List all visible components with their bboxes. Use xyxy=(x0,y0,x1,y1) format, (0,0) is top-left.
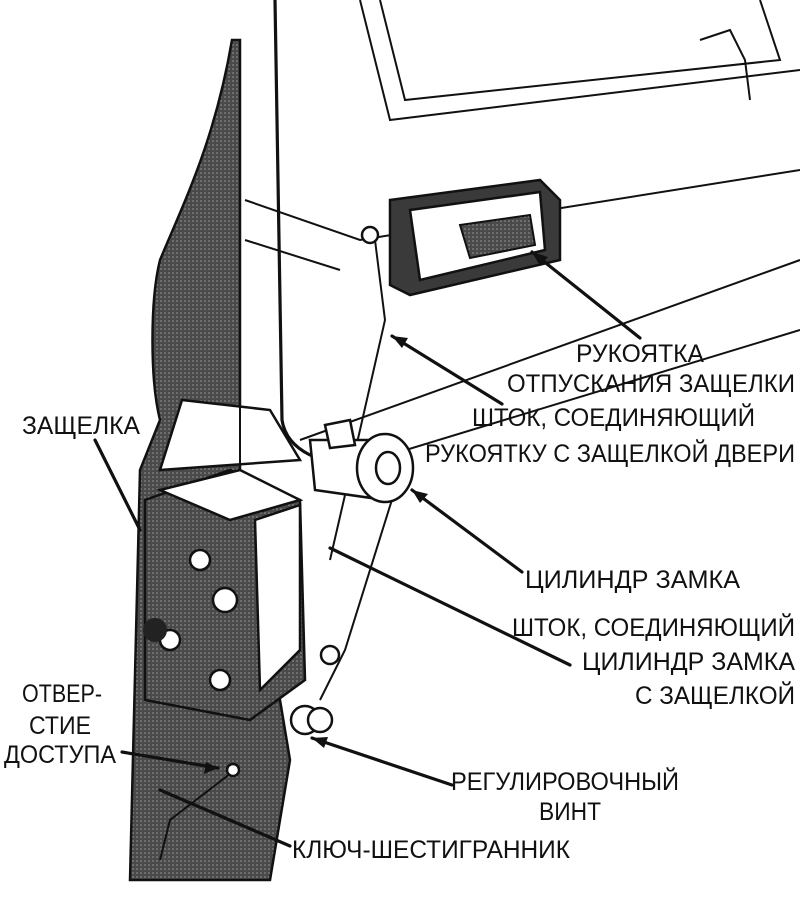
label-adjust-screw-2: ВИНТ xyxy=(539,798,601,826)
label-access-hole: ОТВЕР- xyxy=(22,680,102,708)
label-access-hole-2: СТИЕ xyxy=(29,712,91,740)
latch-drawing xyxy=(143,468,341,736)
label-adjust-screw: РЕГУЛИРОВОЧНЫЙ xyxy=(451,766,679,796)
label-release-handle-2: ОТПУСКАНИЯ ЗАЩЕЛКИ xyxy=(507,370,795,398)
rod-cylinder-to-latch xyxy=(319,489,396,701)
leader-lines xyxy=(93,250,642,848)
label-hex-key: КЛЮЧ-ШЕСТИГРАННИК xyxy=(292,836,570,864)
label-rod-handle: ШТОК, СОЕДИНЯЮЩИЙ xyxy=(472,402,755,432)
hex-key-drawing xyxy=(159,762,241,861)
label-lock-cylinder: ЦИЛИНДР ЗАМКА xyxy=(525,566,740,594)
label-rod-handle-2: РУКОЯТКУ С ЗАЩЕЛКОЙ ДВЕРИ xyxy=(425,438,795,468)
label-access-hole-3: ДОСТУПА xyxy=(4,741,116,769)
door-pillar xyxy=(128,38,303,882)
label-rod-cylinder: ШТОК, СОЕДИНЯЮЩИЙ xyxy=(512,612,795,642)
label-rod-cylinder-2: ЦИЛИНДР ЗАМКА xyxy=(582,648,795,676)
release-handle-drawing xyxy=(360,178,562,297)
lock-cylinder-drawing xyxy=(308,418,415,504)
label-release-handle: РУКОЯТКА xyxy=(576,340,704,368)
label-rod-cylinder-3: С ЗАЩЕЛКОЙ xyxy=(635,680,795,710)
door-frame xyxy=(244,0,800,471)
label-latch: ЗАЩЕЛКА xyxy=(22,412,140,440)
rod-handle-to-latch xyxy=(329,239,387,561)
